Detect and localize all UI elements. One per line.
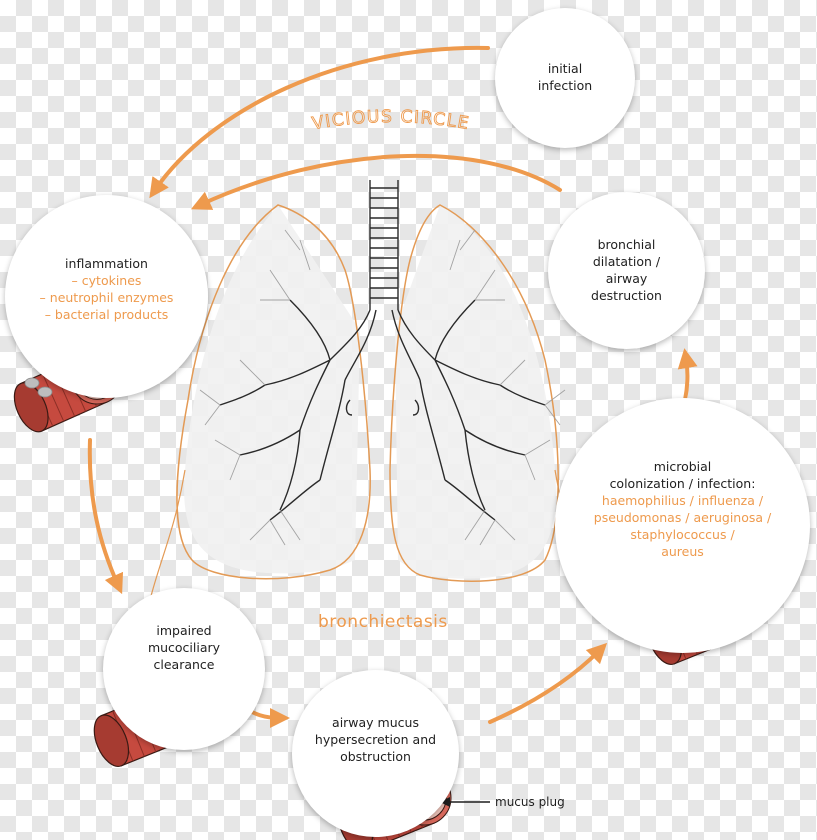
node-mucus-line-3: obstruction bbox=[340, 749, 411, 764]
node-initial-infection-line-2: infection bbox=[537, 78, 593, 93]
arrow-inflammation-to-impaired bbox=[87, 438, 124, 595]
node-impaired-line-1: impaired bbox=[156, 623, 212, 638]
node-impaired-line-3: clearance bbox=[153, 657, 215, 672]
node-mucus-line-1: airway mucus bbox=[332, 715, 419, 730]
node-inflammation-sub-2: – neutrophil enzymes bbox=[39, 290, 174, 305]
node-microbial-sub-2: pseudomonas / aeruginosa / bbox=[593, 510, 772, 525]
node-initial-infection-line-1: initial bbox=[547, 61, 583, 76]
node-bronchial-line-3: airway bbox=[605, 271, 648, 286]
arrow-microbial-to-dilatation bbox=[677, 348, 698, 402]
node-mucus-line-2: hypersecretion and bbox=[314, 732, 437, 747]
node-inflammation: inflammation – cytokines – neutrophil en… bbox=[5, 195, 208, 398]
mucus-plug-pointer bbox=[440, 797, 490, 807]
node-microbial-sub-4: aureus bbox=[661, 544, 704, 559]
lungs-illustration bbox=[149, 180, 611, 601]
right-lung-outline bbox=[389, 204, 559, 582]
node-microbial-line-1: microbial bbox=[653, 459, 712, 474]
node-microbial-sub-1: haemophilius / influenza / bbox=[601, 493, 764, 508]
bronchiectasis-label: bronchiectasis bbox=[318, 612, 448, 632]
node-microbial: microbial colonization / infection: haem… bbox=[555, 398, 810, 653]
node-microbial-sub-3: staphylococcus / bbox=[630, 527, 735, 542]
node-bronchial-line-2: dilatation / bbox=[592, 254, 661, 269]
node-impaired-line-2: mucociliary bbox=[147, 640, 221, 655]
node-inflammation-title: inflammation bbox=[65, 256, 148, 271]
node-impaired-clearance: impaired mucociliary clearance bbox=[103, 588, 265, 750]
arrow-mucus-to-microbial bbox=[488, 642, 608, 724]
vicious-circle-label: VICIOUS CIRCLE bbox=[311, 107, 472, 134]
node-mucus-hypersecretion: airway mucus hypersecretion and obstruct… bbox=[292, 670, 459, 837]
node-bronchial-dilatation: bronchial dilatation / airway destructio… bbox=[548, 192, 705, 349]
cycle-arrows bbox=[87, 45, 698, 728]
node-inflammation-sub-3: – bacterial products bbox=[44, 307, 169, 322]
arrow-dilatation-to-inflammation bbox=[190, 153, 562, 210]
node-bronchial-line-1: bronchial bbox=[597, 237, 656, 252]
node-inflammation-sub-1: – cytokines bbox=[71, 273, 142, 288]
node-microbial-line-2: colonization / infection: bbox=[609, 476, 756, 491]
node-bronchial-line-4: destruction bbox=[591, 288, 662, 303]
node-initial-infection: initial infection bbox=[495, 8, 635, 148]
trachea bbox=[219, 180, 546, 521]
arrow-initial-to-inflammation bbox=[149, 45, 490, 199]
mucus-plug-label: mucus plug bbox=[495, 795, 565, 809]
left-lung-outline bbox=[176, 204, 371, 580]
